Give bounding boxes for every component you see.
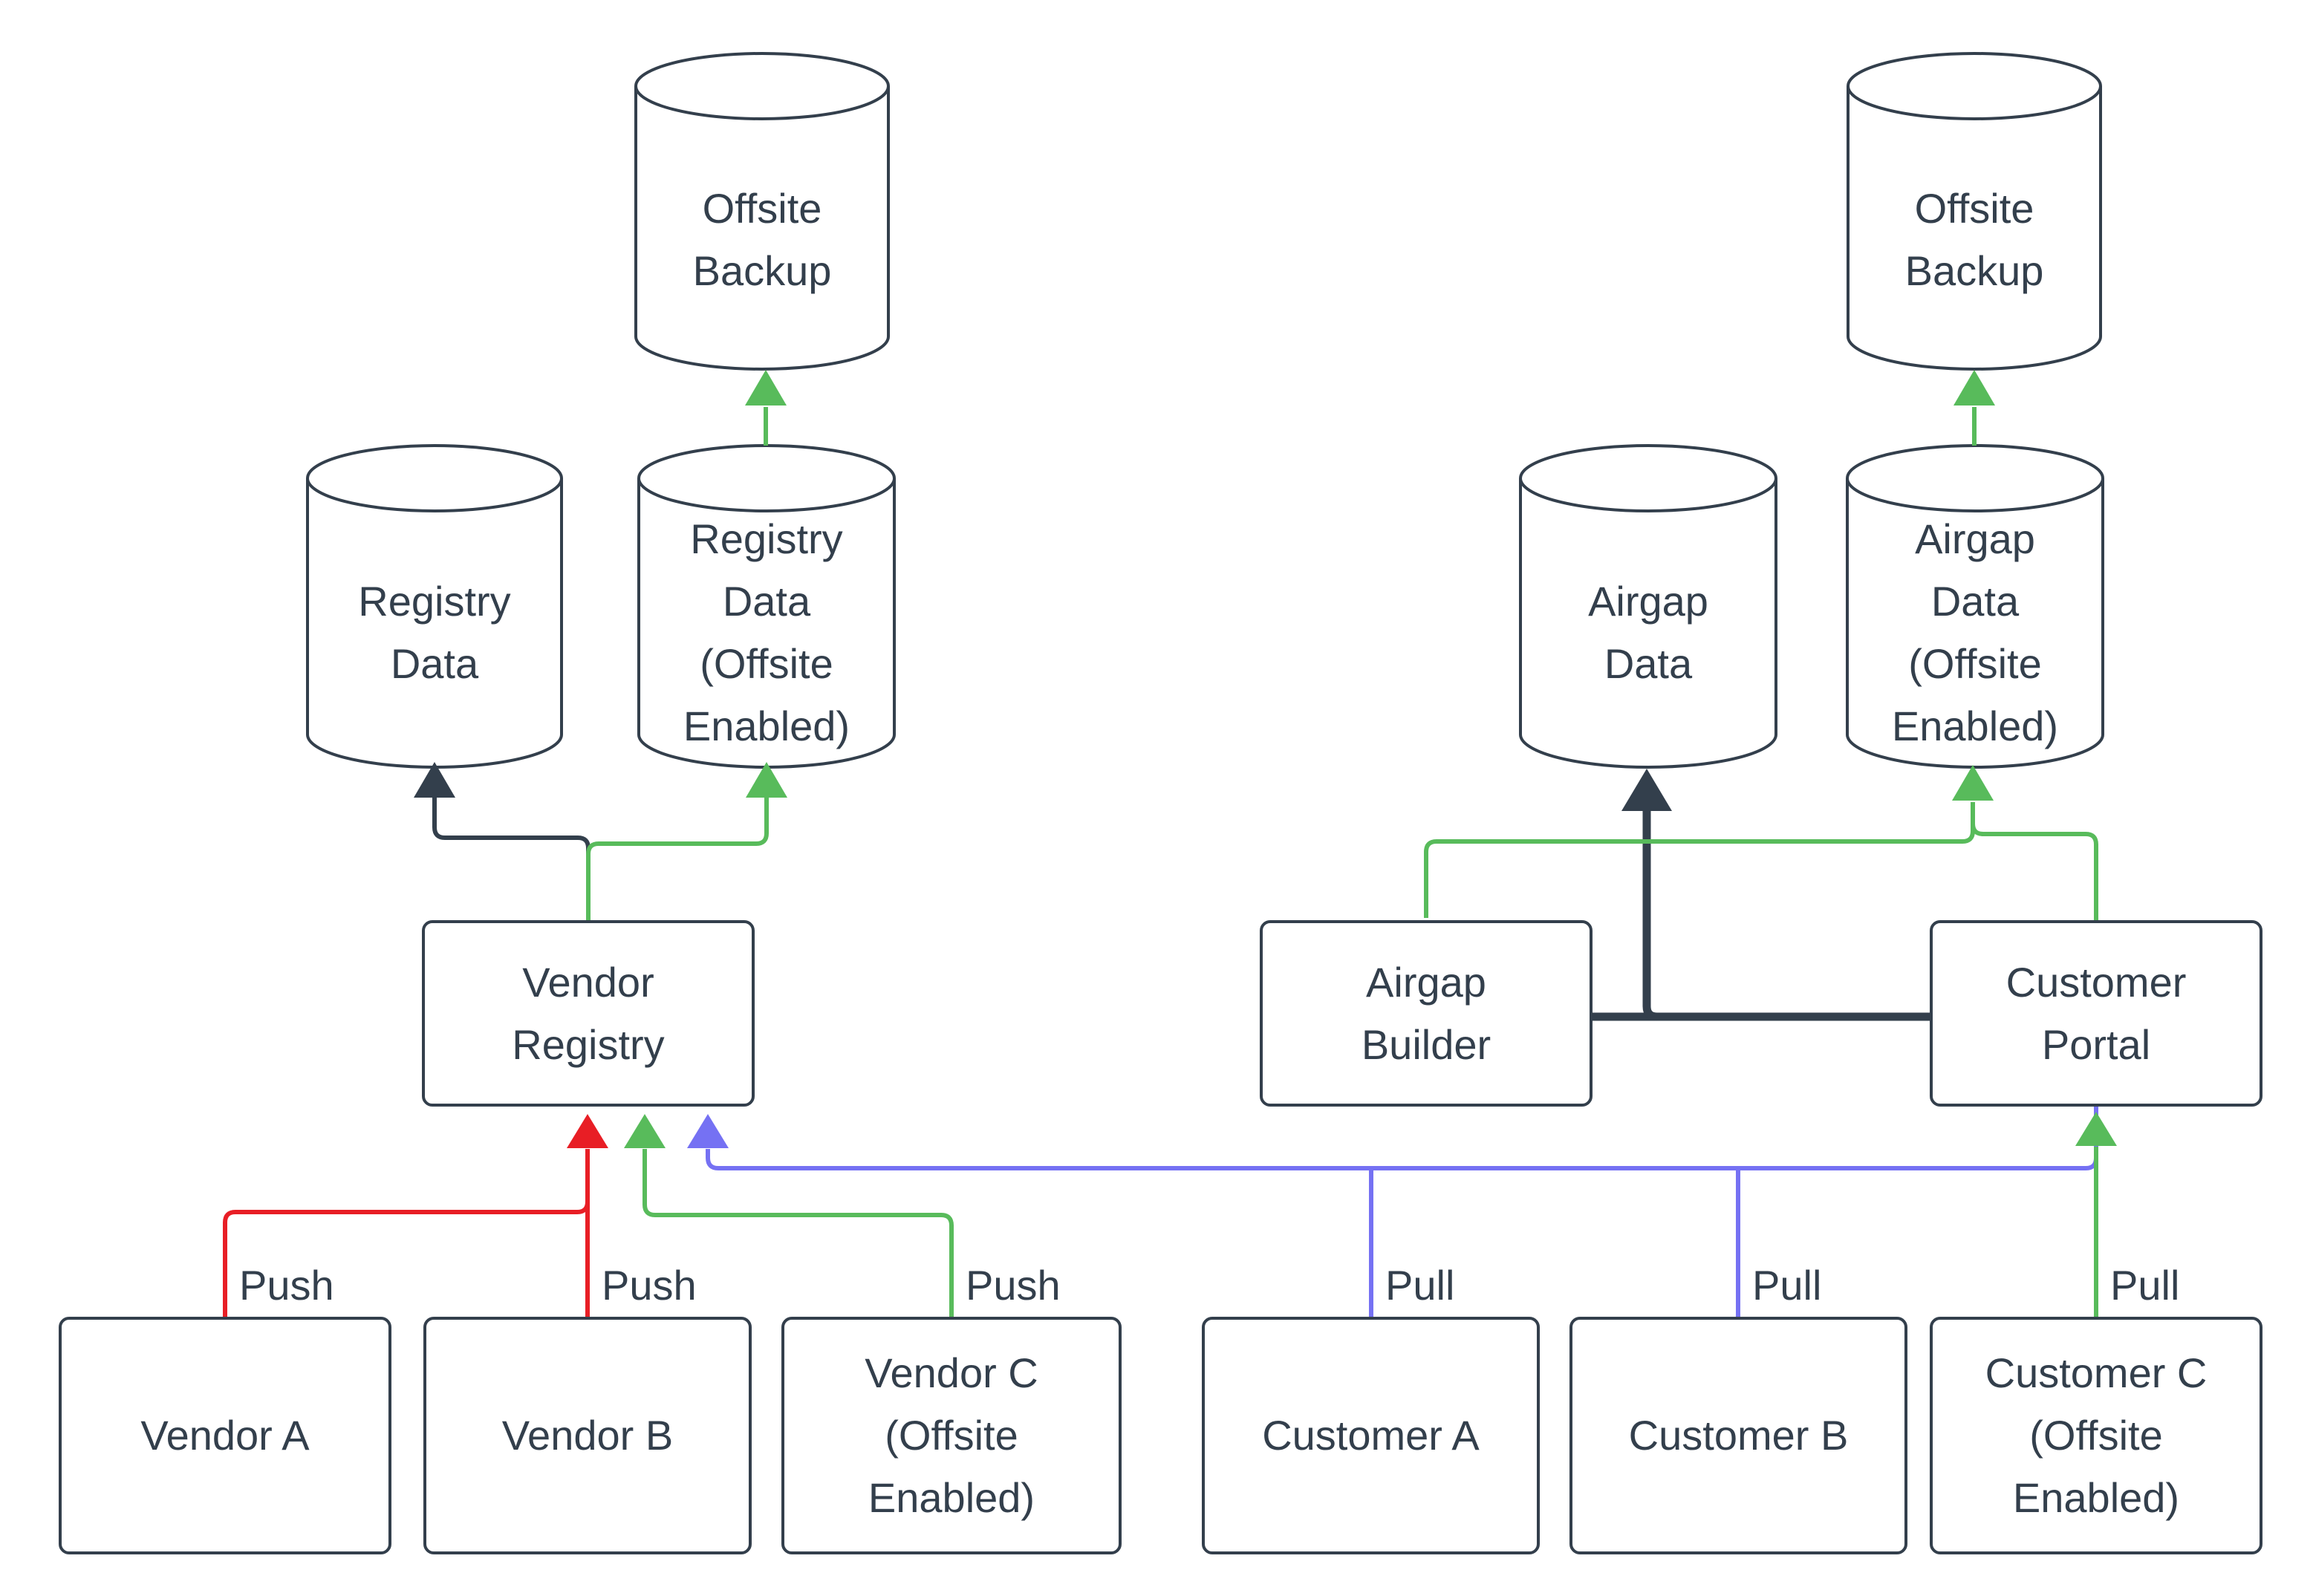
edge-registry-store [432, 798, 591, 920]
cylinder-airgap-data [1519, 444, 1777, 769]
arrowhead-customer-c-pull [2075, 1112, 2117, 1146]
label-registry-data-offsite: Registry Data (Offsite Enabled) [683, 515, 850, 749]
edge-vendor-c-push [642, 1149, 954, 1317]
label-airgap-data: Airgap Data [1588, 578, 1708, 687]
label-offsite-backup-right: Offsite Backup [1904, 185, 2044, 294]
arrowhead-airgap-store [1621, 769, 1672, 811]
cylinder-airgap-data-offsite [1846, 444, 2104, 769]
edge-label-pull-customer-c: Pull [2110, 1262, 2180, 1309]
arrowhead-pull [687, 1114, 729, 1148]
edge-portal-pull [706, 1107, 2098, 1170]
node-vendor-b: Vendor B [423, 1317, 752, 1554]
node-vendor-registry: Vendor Registry [422, 920, 755, 1107]
node-customer-a: Customer A [1202, 1317, 1540, 1554]
arrowhead-registry-store-offsite [746, 762, 787, 798]
node-customer-portal: Customer Portal [1930, 920, 2262, 1107]
label-registry-data: Registry Data [358, 578, 511, 687]
edge-label-pull-customer-b: Pull [1752, 1262, 1822, 1309]
edge-registry-store-offsite [586, 798, 769, 920]
edge-label-push-vendor-a: Push [239, 1262, 334, 1309]
arrowhead-vendor-push [567, 1114, 608, 1148]
node-airgap-builder: Airgap Builder [1260, 920, 1593, 1107]
cylinder-registry-data [306, 444, 563, 769]
node-customer-b: Customer B [1569, 1317, 1907, 1554]
arrowhead-registry-store [414, 762, 455, 798]
edge-label-pull-customer-a: Pull [1385, 1262, 1455, 1309]
label-offsite-backup-left: Offsite Backup [692, 185, 832, 294]
edge-builder-offsite [1424, 802, 1975, 918]
arrowhead-portal-offsite [1952, 765, 1994, 801]
edge-label-push-vendor-c: Push [966, 1262, 1061, 1309]
arrowhead-vendor-c-push [624, 1114, 666, 1148]
cylinder-offsite-backup-left [634, 52, 890, 371]
label-airgap-data-offsite: Airgap Data (Offsite Enabled) [1891, 515, 2059, 749]
arrowhead-airgap-offsite-backup [1953, 370, 1995, 405]
edge-portal-offsite [1971, 802, 2098, 920]
arrowhead-registry-offsite-backup [745, 370, 787, 405]
node-vendor-a: Vendor A [59, 1317, 391, 1554]
edge-airgap-store [1642, 810, 1930, 1021]
node-vendor-c: Vendor C (Offsite Enabled) [781, 1317, 1122, 1554]
cylinder-offsite-backup-right [1847, 52, 2102, 371]
node-customer-c: Customer C (Offsite Enabled) [1930, 1317, 2262, 1554]
edge-label-push-vendor-b: Push [602, 1262, 697, 1309]
